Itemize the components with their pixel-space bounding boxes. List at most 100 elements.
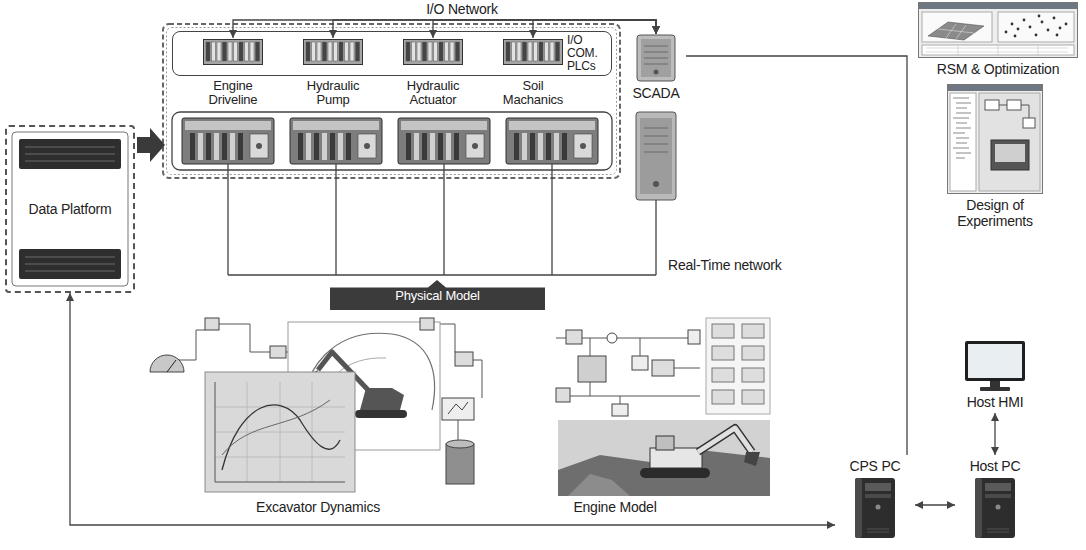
plc-icon-part bbox=[528, 42, 532, 61]
doe-screenshot-part bbox=[948, 85, 1043, 194]
engine-model-illustration-part bbox=[612, 404, 628, 416]
plc-icon-part bbox=[328, 42, 332, 61]
node-label: Design of Experiments bbox=[940, 197, 1050, 229]
plc-icon-part bbox=[250, 42, 254, 61]
node-label: I/O COM. PLCs bbox=[567, 34, 607, 73]
excavator-dynamics-illustration-part bbox=[355, 410, 407, 418]
connector bbox=[433, 20, 656, 38]
plc-icon-part bbox=[212, 42, 216, 61]
rsm-screen: RSM & Optimization bbox=[912, 2, 1084, 77]
doe-screenshot-part bbox=[1023, 118, 1035, 128]
connector bbox=[686, 56, 907, 455]
pc-tower: Host PC bbox=[955, 455, 1035, 539]
rsm-screenshot-part bbox=[928, 22, 984, 40]
group-outline bbox=[163, 24, 620, 178]
plc-icon-part bbox=[545, 42, 549, 61]
server-icon-part bbox=[654, 70, 659, 75]
plc-icon-part bbox=[417, 42, 421, 61]
pc-tower-icon-part bbox=[876, 505, 881, 510]
engine-model-illustration-part bbox=[688, 330, 700, 344]
engine-model-illustration-part bbox=[556, 388, 570, 402]
plc-icon-part bbox=[206, 42, 210, 61]
server-icon-part bbox=[636, 112, 676, 200]
plc-icon-part bbox=[356, 42, 360, 61]
plc-icon-part bbox=[504, 40, 563, 65]
excavator-dynamics-illustration-part bbox=[222, 400, 330, 455]
excavator-dynamics-illustration-part bbox=[222, 405, 340, 470]
plc-icon-part bbox=[256, 42, 260, 61]
excavator-dynamics-illustration-part bbox=[420, 318, 434, 330]
node-label: Engine Driveline bbox=[193, 79, 273, 107]
plc-icon-part bbox=[306, 42, 310, 61]
illustration-part bbox=[398, 118, 490, 164]
data-platform-drawing-part bbox=[19, 249, 121, 279]
excavator-dynamics-illustration-part bbox=[215, 382, 345, 482]
rsm-screenshot-part bbox=[919, 3, 1078, 58]
excavator-dynamics-illustration-part bbox=[446, 440, 474, 448]
doe-screenshot-part bbox=[1007, 100, 1021, 110]
doe-screenshot-part bbox=[948, 85, 1042, 91]
server-icon-part bbox=[637, 35, 675, 81]
plc-icon-part bbox=[404, 40, 463, 65]
module-row-box bbox=[172, 112, 612, 170]
rsm-screenshot-part bbox=[1056, 34, 1059, 37]
engine-model-illustration-part bbox=[712, 390, 734, 404]
plc-icon-part bbox=[304, 40, 363, 65]
plc-icon-part bbox=[223, 42, 227, 61]
rsm-screenshot-part bbox=[922, 45, 1074, 55]
node-label: Soil Machanics bbox=[493, 79, 573, 107]
node-label: Hydraulic Actuator bbox=[393, 79, 473, 107]
illustration-part bbox=[290, 118, 382, 164]
pc-tower-icon bbox=[973, 477, 1017, 539]
engine-model-illustration-part bbox=[742, 390, 764, 404]
hmi-monitor: Host HMI bbox=[955, 340, 1035, 413]
engine-model-illustration-part bbox=[742, 368, 764, 382]
model-banner: Physical Model bbox=[330, 280, 545, 310]
monitor-icon-part bbox=[968, 344, 1022, 378]
data-platform-drawing-part bbox=[25, 257, 115, 271]
plc-icon-part bbox=[556, 42, 560, 61]
excavator-dynamics-illustration-part bbox=[446, 444, 474, 484]
server-icon-part bbox=[640, 118, 672, 194]
banner-shape-part bbox=[330, 280, 545, 310]
rsm-screenshot-part bbox=[1053, 17, 1056, 20]
plc-icon-part bbox=[412, 42, 416, 61]
doe-screenshot-part bbox=[953, 98, 971, 158]
engine-model-illustration-part bbox=[742, 346, 764, 360]
rsm-screenshot-part bbox=[1011, 23, 1014, 26]
node-label: Physical Model bbox=[395, 280, 480, 304]
plc-icon-part bbox=[523, 42, 527, 61]
connector bbox=[233, 20, 656, 38]
server-icon bbox=[636, 112, 676, 200]
engine-model-illustration-part bbox=[656, 436, 674, 450]
rsm-screenshot-part bbox=[1005, 31, 1008, 34]
rsm-screenshot-part bbox=[1041, 21, 1044, 24]
server-icon-part bbox=[641, 39, 671, 77]
node-label: Host HMI bbox=[955, 394, 1035, 413]
plc-unit: Engine Driveline bbox=[187, 38, 279, 107]
plc-group-box: I/O COM. PLCsEngine DrivelineHydraulic P… bbox=[172, 31, 612, 76]
engine-model-illustration-part bbox=[650, 448, 702, 468]
plc-icon-part bbox=[350, 42, 354, 61]
plc-unit: Hydraulic Pump bbox=[287, 38, 379, 107]
monitor-icon-part bbox=[965, 341, 1025, 381]
engine-model-illustration-part bbox=[712, 346, 734, 360]
node-label: Host PC bbox=[955, 455, 1035, 474]
excavator-dynamics-illustration-part bbox=[442, 398, 474, 420]
plc-icon-part bbox=[506, 42, 510, 61]
rsm-screenshot-part bbox=[1023, 19, 1026, 22]
node-label: Hydraulic Pump bbox=[293, 79, 373, 107]
engine-model-illustration-part bbox=[712, 368, 734, 382]
engine-model-illustration-part bbox=[566, 330, 582, 344]
plc-icon bbox=[303, 38, 363, 66]
engine-model-illustration-part bbox=[698, 428, 752, 452]
plc-icon-part bbox=[439, 42, 443, 61]
plc-icon-part bbox=[445, 42, 449, 61]
doe-screenshot-part bbox=[985, 100, 999, 110]
doe-screenshot bbox=[947, 84, 1043, 194]
excavator-dynamics-illustration bbox=[150, 318, 482, 492]
plc-unit: Soil Machanics bbox=[487, 38, 579, 107]
rsm-screenshot-part bbox=[1035, 34, 1038, 37]
